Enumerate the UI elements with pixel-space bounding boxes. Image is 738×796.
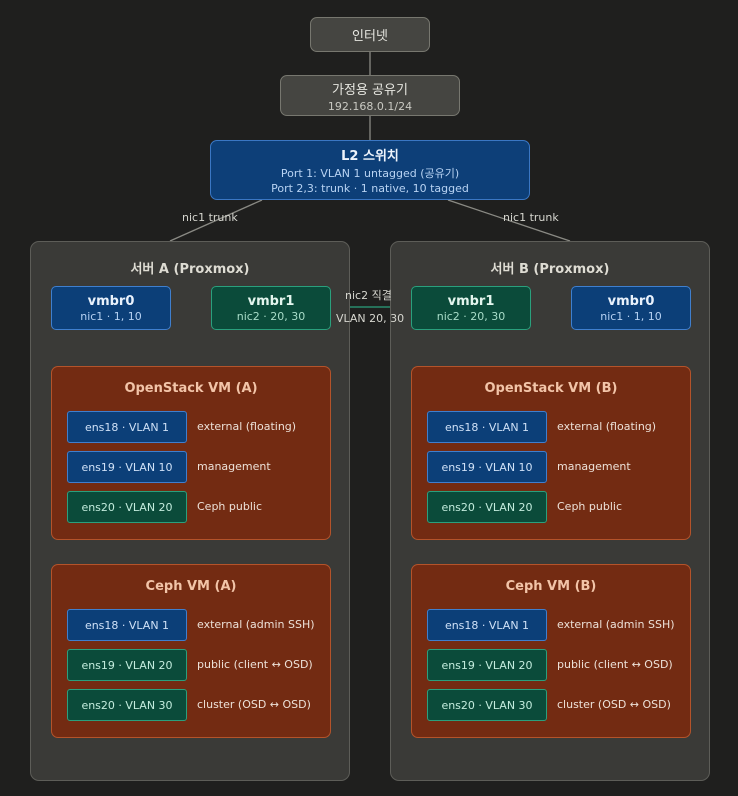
server-b-openstack-vm: OpenStack VM (B) ens18 · VLAN 1 external…	[411, 366, 691, 540]
switch-port23: Port 2,3: trunk · 1 native, 10 tagged	[271, 182, 469, 195]
vm-title: Ceph VM (A)	[145, 579, 237, 594]
server-b: 서버 B (Proxmox) vmbr1 nic2 · 20, 30 vmbr0…	[390, 241, 710, 781]
server-a-title: 서버 A (Proxmox)	[130, 262, 250, 277]
switch-server-b-line	[447, 199, 571, 242]
iface-role: external (admin SSH)	[197, 618, 315, 631]
iface-role: public (client ↔ OSD)	[197, 658, 313, 671]
iface-role: Ceph public	[197, 500, 262, 513]
vm-title: OpenStack VM (A)	[124, 381, 258, 396]
iface-ens18: ens18 · VLAN 1	[67, 411, 187, 443]
iface-ens18: ens18 · VLAN 1	[427, 411, 547, 443]
switch-server-a-line	[169, 199, 263, 242]
iface-role: cluster (OSD ↔ OSD)	[197, 698, 311, 711]
bridge-name: vmbr0	[87, 293, 135, 309]
server-a-vmbr0: vmbr0 nic1 · 1, 10	[51, 286, 171, 330]
iface-ens18: ens18 · VLAN 1	[67, 609, 187, 641]
iface-role: external (admin SSH)	[557, 618, 675, 631]
iface-ens20: ens20 · VLAN 30	[67, 689, 187, 721]
iface-role: public (client ↔ OSD)	[557, 658, 673, 671]
direct-link-label: nic2 직결	[345, 289, 392, 302]
server-a: 서버 A (Proxmox) vmbr0 nic1 · 1, 10 vmbr1 …	[30, 241, 350, 781]
iface-ens19: ens19 · VLAN 20	[67, 649, 187, 681]
server-b-ceph-vm: Ceph VM (B) ens18 · VLAN 1 external (adm…	[411, 564, 691, 738]
iface-role: external (floating)	[197, 420, 297, 433]
left-trunk-label: nic1 trunk	[182, 211, 238, 224]
iface-role: Ceph public	[557, 500, 622, 513]
iface-ens20: ens20 · VLAN 20	[427, 491, 547, 523]
server-a-ceph-vm: Ceph VM (A) ens18 · VLAN 1 external (adm…	[51, 564, 331, 738]
vm-title: Ceph VM (B)	[505, 579, 597, 594]
iface-ens19: ens19 · VLAN 10	[67, 451, 187, 483]
bridge-info: nic2 · 20, 30	[236, 309, 306, 323]
bridge-name: vmbr0	[607, 293, 655, 309]
router-node: 가정용 공유기 192.168.0.1/24	[280, 75, 460, 116]
bridge-name: vmbr1	[247, 293, 295, 309]
internet-node: 인터넷	[310, 17, 430, 52]
direct-link-vlans: VLAN 20, 30	[336, 312, 405, 325]
server-a-vmbr1: vmbr1 nic2 · 20, 30	[211, 286, 331, 330]
iface-role: external (floating)	[557, 420, 657, 433]
iface-role: management	[197, 460, 271, 473]
server-b-title: 서버 B (Proxmox)	[490, 262, 610, 277]
server-b-vmbr1: vmbr1 nic2 · 20, 30	[411, 286, 531, 330]
vm-title: OpenStack VM (B)	[484, 381, 618, 396]
internet-label: 인터넷	[352, 29, 388, 44]
iface-role: cluster (OSD ↔ OSD)	[557, 698, 671, 711]
bridge-info: nic1 · 1, 10	[600, 309, 662, 323]
switch-port1: Port 1: VLAN 1 untagged (공유기)	[280, 167, 460, 180]
bridge-name: vmbr1	[447, 293, 495, 309]
iface-ens19: ens19 · VLAN 20	[427, 649, 547, 681]
server-a-openstack-vm: OpenStack VM (A) ens18 · VLAN 1 external…	[51, 366, 331, 540]
bridge-info: nic2 · 20, 30	[436, 309, 506, 323]
router-label: 가정용 공유기	[332, 82, 408, 98]
iface-ens20: ens20 · VLAN 20	[67, 491, 187, 523]
router-subnet: 192.168.0.1/24	[327, 99, 413, 113]
right-trunk-label: nic1 trunk	[503, 211, 559, 224]
bridge-info: nic1 · 1, 10	[80, 309, 142, 323]
iface-ens20: ens20 · VLAN 30	[427, 689, 547, 721]
l2-switch-node: L2 스위치 Port 1: VLAN 1 untagged (공유기) Por…	[210, 140, 530, 200]
iface-ens19: ens19 · VLAN 10	[427, 451, 547, 483]
iface-role: management	[557, 460, 631, 473]
iface-ens18: ens18 · VLAN 1	[427, 609, 547, 641]
switch-label: L2 스위치	[341, 149, 399, 164]
server-b-vmbr0: vmbr0 nic1 · 1, 10	[571, 286, 691, 330]
